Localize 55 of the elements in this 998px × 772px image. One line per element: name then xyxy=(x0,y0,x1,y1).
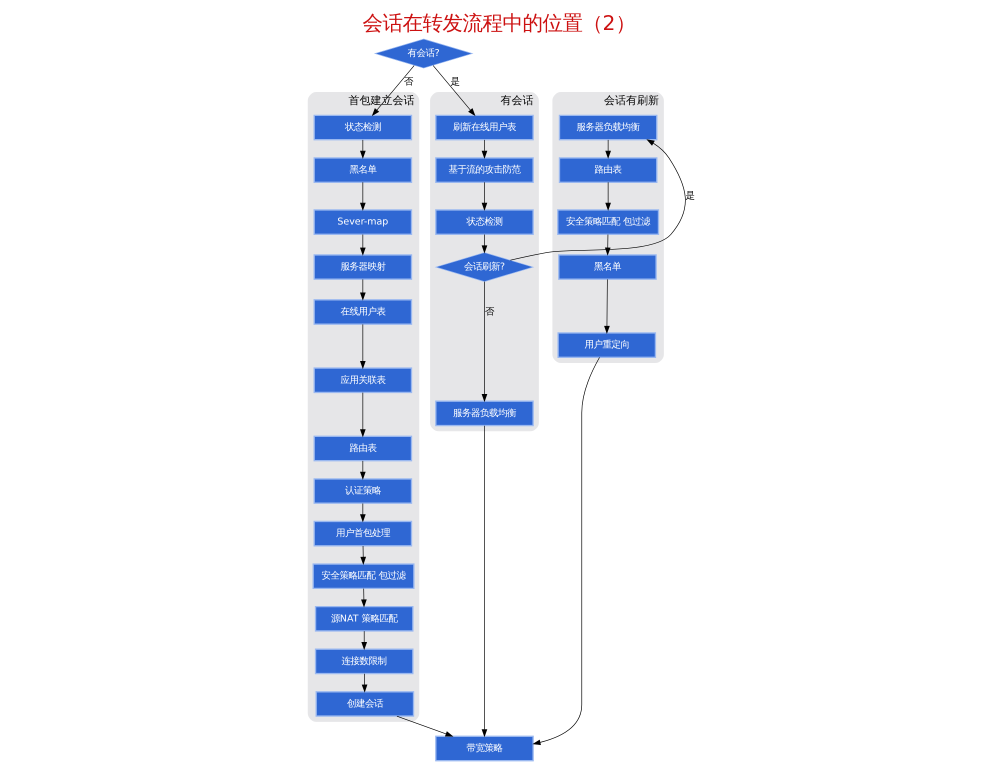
arrow xyxy=(362,673,368,693)
arrow xyxy=(360,392,366,438)
edge-label: 否 xyxy=(404,76,413,88)
node-box: 状态检测 xyxy=(314,114,412,140)
arrow xyxy=(432,65,476,116)
node-box: 在线用户表 xyxy=(314,299,412,325)
node-box: 黑名单 xyxy=(314,157,412,183)
node-box: 用户首包处理 xyxy=(314,520,412,546)
node-box: 安全策略匹配 包过滤 xyxy=(312,563,415,590)
arrow xyxy=(360,503,366,522)
node-box: 路由表 xyxy=(558,157,658,183)
node-box: 服务器负载均衡 xyxy=(435,400,534,426)
edge-label: 否 xyxy=(485,306,494,318)
arrow xyxy=(482,425,488,738)
node-box: 带宽策略 xyxy=(435,736,534,762)
node-box: 创建会话 xyxy=(316,691,414,717)
arrow xyxy=(605,182,611,211)
edge-label: 是 xyxy=(686,190,695,202)
arrow xyxy=(482,234,488,254)
node-box: 源NAT 策略匹配 xyxy=(314,606,414,632)
node-box: 基于流的攻击防范 xyxy=(435,157,534,183)
arrow xyxy=(482,182,488,211)
node-box: 路由表 xyxy=(314,436,412,462)
node-box: 状态检测 xyxy=(435,209,534,235)
arrow xyxy=(396,716,454,737)
arrow xyxy=(372,65,414,116)
node-box: 服务器映射 xyxy=(314,254,412,280)
arrow xyxy=(482,281,488,402)
arrow xyxy=(360,324,366,370)
node-box: 刷新在线用户表 xyxy=(435,114,534,140)
arrow xyxy=(482,140,488,159)
arrow xyxy=(360,140,366,159)
arrow xyxy=(532,357,600,746)
arrow xyxy=(361,630,368,650)
node-box: 服务器负载均衡 xyxy=(558,114,658,140)
arrow xyxy=(510,139,686,261)
arrow xyxy=(361,588,367,608)
arrow xyxy=(360,279,366,301)
node-box: 应用关联表 xyxy=(314,367,412,394)
node-box: Sever-map xyxy=(314,209,412,235)
arrow xyxy=(360,546,366,565)
node-box: 用户重定向 xyxy=(557,332,656,358)
node-box: 认证策略 xyxy=(314,478,412,504)
arrow xyxy=(605,140,611,159)
node-diamond: 会话刷新? xyxy=(434,252,534,282)
node-box: 黑名单 xyxy=(558,254,657,280)
node-box: 连接数限制 xyxy=(314,648,414,674)
node-diamond: 有会话? xyxy=(374,38,474,68)
arrow xyxy=(360,182,366,211)
node-box: 安全策略匹配 包过滤 xyxy=(557,209,660,235)
diagram-title: 会话在转发流程中的位置（2） xyxy=(362,11,636,36)
arrow xyxy=(604,279,610,334)
arrow xyxy=(360,460,366,480)
arrow xyxy=(360,234,366,256)
edge-label: 是 xyxy=(450,76,460,88)
